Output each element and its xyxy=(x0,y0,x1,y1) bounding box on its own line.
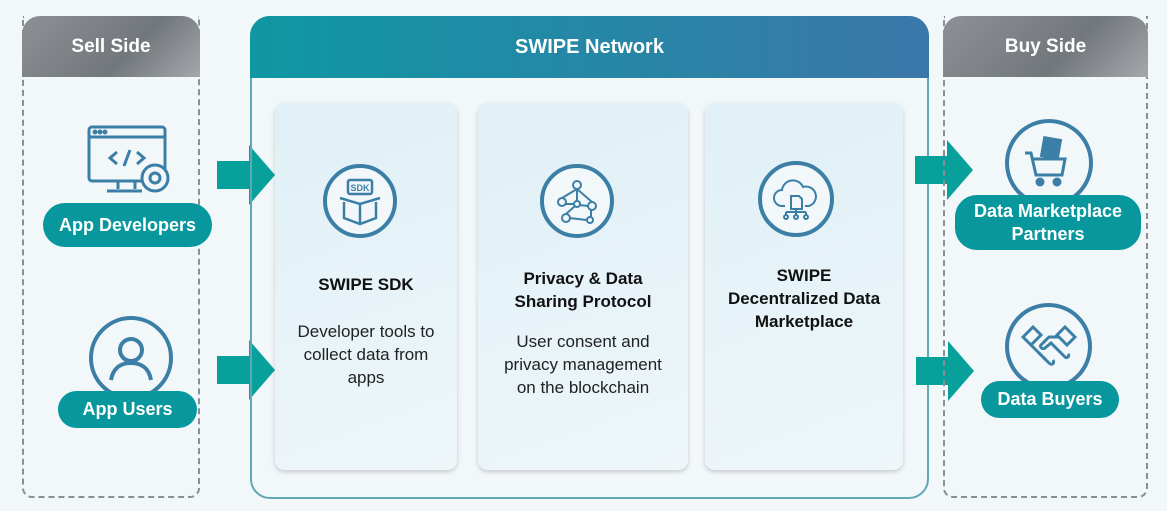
card-title: SWIPE Decentralized Data Marketplace xyxy=(727,266,881,331)
developer-monitor-gear-icon xyxy=(87,125,170,193)
svg-text:SDK: SDK xyxy=(350,183,370,193)
cloud-data-icon xyxy=(758,161,834,237)
card-description: Developer tools to collect data from app… xyxy=(297,322,435,387)
arrow-right-icon xyxy=(217,145,275,205)
data-marketplace-partners-button[interactable]: Data Marketplace Partners xyxy=(955,195,1141,250)
network-nodes-icon xyxy=(540,164,614,238)
card-title: SWIPE SDK xyxy=(318,275,414,294)
sell-side-panel xyxy=(22,16,200,498)
arrow-right-icon xyxy=(217,340,275,400)
buy-side-panel xyxy=(943,16,1148,498)
decentralized-marketplace-card: SWIPE Decentralized Data Marketplace xyxy=(705,103,903,470)
handshake-icon xyxy=(1005,303,1092,390)
card-title: Privacy & Data Sharing Protocol xyxy=(514,269,652,311)
shopping-cart-icon xyxy=(1005,119,1093,207)
sell-side-header: Sell Side xyxy=(22,16,200,77)
swipe-network-header: SWIPE Network xyxy=(250,16,929,78)
swipe-sdk-card: SDK SWIPE SDK Developer tools to collect… xyxy=(275,103,457,470)
data-buyers-button[interactable]: Data Buyers xyxy=(981,381,1119,418)
sdk-box-icon: SDK xyxy=(323,164,397,238)
card-description: User consent and privacy management on t… xyxy=(504,332,662,397)
privacy-protocol-card: Privacy & Data Sharing Protocol User con… xyxy=(478,103,688,470)
buy-side-header: Buy Side xyxy=(943,16,1148,77)
app-users-button[interactable]: App Users xyxy=(58,391,197,428)
user-icon xyxy=(89,316,173,400)
app-developers-button[interactable]: App Developers xyxy=(43,203,212,247)
arrow-right-icon xyxy=(916,341,974,401)
